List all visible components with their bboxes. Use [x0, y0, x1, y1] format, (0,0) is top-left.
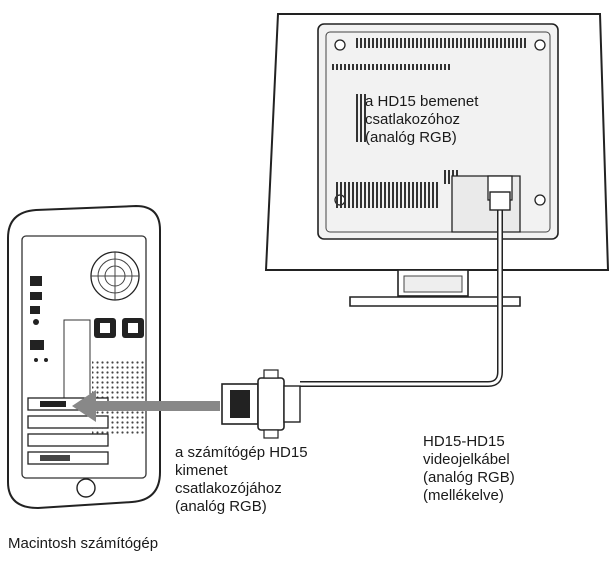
cable-label: HD15-HD15 videojelkábel (analóg RGB) (me… [423, 433, 519, 504]
computer-name-label: Macintosh számítógép [8, 535, 158, 552]
computer-rear [7, 204, 161, 510]
video-cable [221, 191, 511, 439]
monitor-rear [264, 13, 610, 307]
connection-arrow [72, 390, 220, 422]
monitor-input-label: a HD15 bemenet csatlakozóhoz (analóg RGB… [365, 93, 483, 146]
computer-output-label: a számítógép HD15 kimenet csatlakozójáho… [175, 444, 312, 515]
